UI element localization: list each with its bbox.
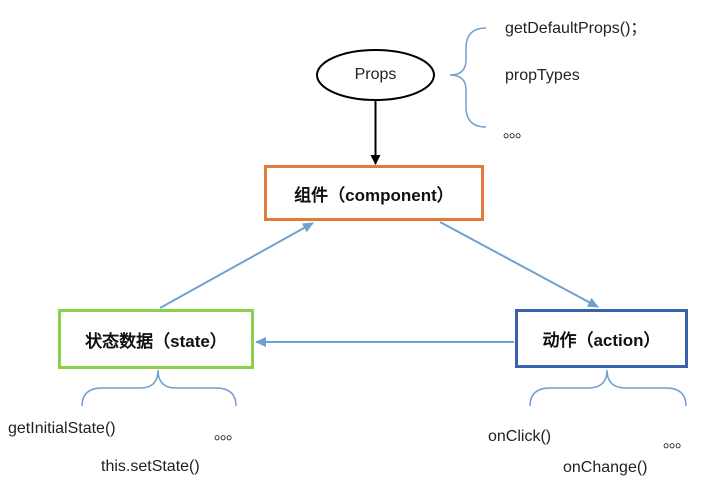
action-item-onchange: onChange() [563,459,648,476]
props-label: Props [354,66,397,83]
state-item-ellipsis: 。。。 [214,426,242,443]
state-item-set-state: this.setState() [101,458,200,475]
action-box: 动作（action） [515,309,688,368]
action-brace [529,369,687,407]
state-brace [81,369,237,407]
state-label: 状态数据（state） [85,331,227,351]
action-label: 动作（action） [542,331,661,350]
action-item-ellipsis: 。。。 [663,434,691,451]
state-box: 状态数据（state） [58,309,254,369]
arrow-state-to-component [159,222,314,309]
state-item-get-initial-state: getInitialState() [8,420,116,437]
props-brace [449,27,487,128]
action-item-onclick: onClick() [488,428,552,445]
component-label: 组件（component） [294,185,454,205]
component-box: 组件（component） [264,165,484,221]
arrow-component-to-action [439,221,599,308]
props-item-prop-types: propTypes [505,67,580,84]
props-item-default-props: getDefaultProps()； [505,20,647,37]
props-item-ellipsis: 。。。 [503,124,531,141]
